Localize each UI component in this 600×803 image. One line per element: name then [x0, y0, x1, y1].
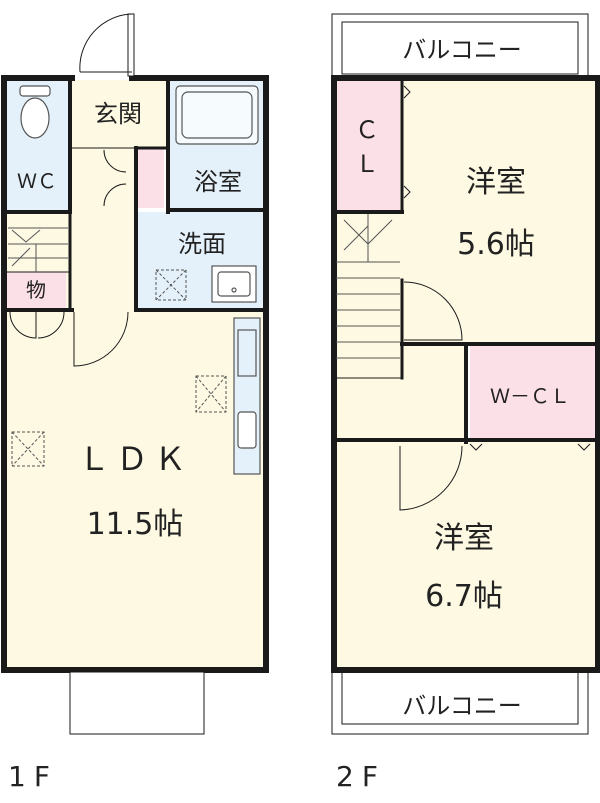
shoe-closet: [138, 148, 164, 208]
vent-icon-washroom: [155, 269, 187, 301]
room-size-ldk: 11.5帖: [87, 507, 184, 542]
balcony-label-bottom: バルコニー: [402, 692, 522, 720]
floor-2f: バルコニー バルコニー: [331, 13, 600, 793]
room-label-bath: 浴室: [194, 168, 242, 196]
floor-label-1f: 1F: [8, 760, 58, 793]
walkin-floor: [470, 346, 596, 440]
balcony-bottom: バルコニー: [331, 671, 589, 735]
room-label-storage: 物: [26, 278, 46, 302]
bathtub-icon: [175, 85, 259, 145]
room-label-bedroom1: 洋室: [466, 165, 526, 200]
walls-2f: [331, 75, 600, 673]
room-label-washroom: 洗面: [178, 230, 226, 258]
room-label-closet-top: Ｃ: [355, 116, 379, 144]
porch-1f: [69, 671, 205, 735]
stair-2f-floor: [336, 212, 402, 378]
entrance-door[interactable]: [79, 13, 135, 77]
windows-2f: [461, 75, 600, 673]
toilet-icon: [19, 85, 51, 139]
stairs-1f: [8, 227, 68, 272]
aircon-icon: [11, 431, 45, 467]
room-size-bedroom1: 5.6帖: [457, 227, 535, 262]
floor-label-2f: 2F: [336, 760, 386, 793]
vent-icon-ldk: [195, 375, 227, 413]
balcony-label-top: バルコニー: [402, 36, 522, 64]
room-label-closet-bottom: Ｌ: [355, 150, 379, 178]
balcony-top: バルコニー: [331, 13, 589, 77]
entrance-floor: [72, 80, 166, 148]
room-label-ldk: ＬＤＫ: [78, 440, 192, 478]
doors-1f[interactable]: [9, 149, 129, 367]
room-label-entrance: 玄関: [94, 100, 142, 128]
doors-2f[interactable]: [399, 85, 591, 511]
floor-1f: ＷＣ 玄関 浴室 洗面 物 ＬＤＫ 11.5帖 1F: [1, 13, 269, 793]
kitchen-counter: [233, 317, 261, 475]
ldk-floor: [6, 310, 264, 668]
hall-floor: [72, 148, 136, 310]
stairs-2f: [336, 214, 400, 359]
closet-floor: [336, 80, 400, 210]
washbasin-icon: [211, 265, 257, 303]
walls-1f: [1, 75, 269, 673]
room-size-bedroom2: 6.7帖: [425, 579, 503, 614]
room-label-wc: ＷＣ: [17, 169, 57, 193]
storage-floor: [6, 272, 66, 308]
bedroom2-floor: [336, 442, 596, 668]
room-label-bedroom2: 洋室: [434, 521, 494, 556]
room-label-walkin: Ｗ－ＣＬ: [490, 384, 570, 408]
